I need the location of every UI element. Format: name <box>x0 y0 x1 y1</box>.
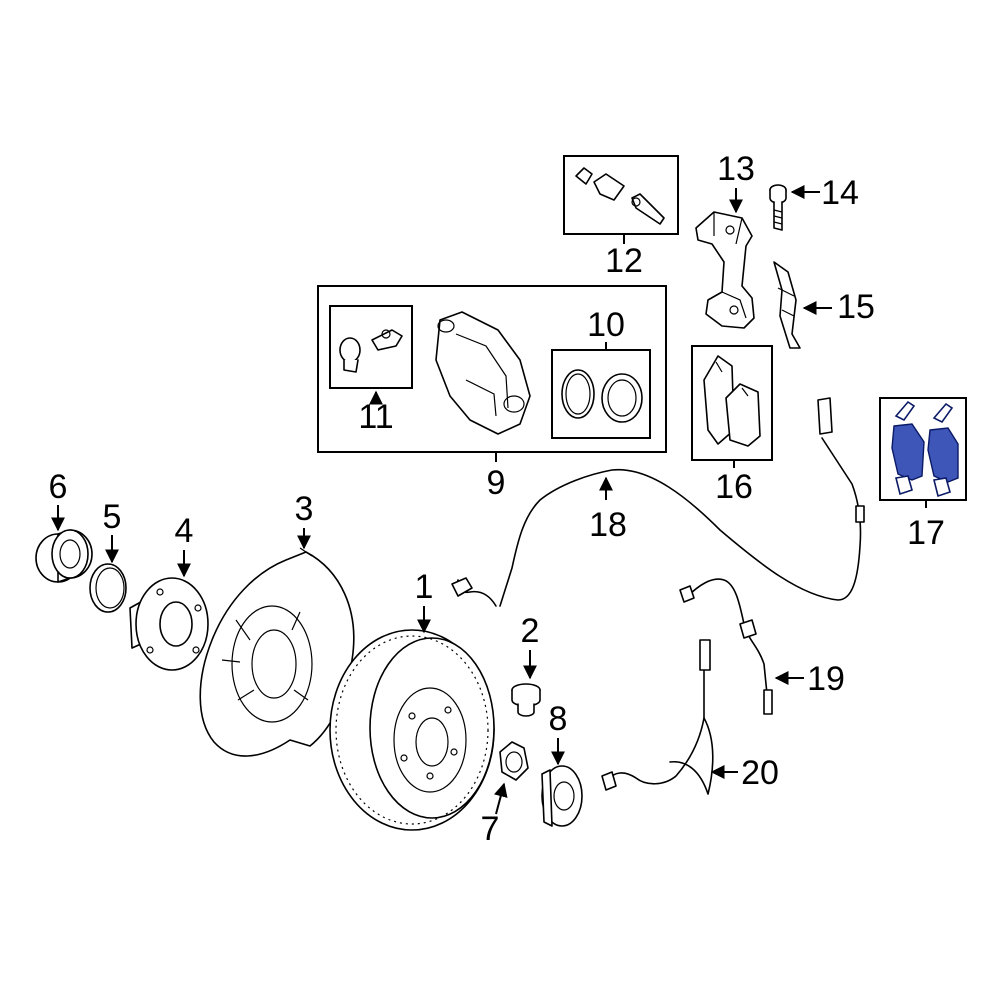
part-19-brake-hose[interactable] <box>679 578 773 715</box>
box-11-bleeder-kit[interactable] <box>329 305 413 389</box>
part-7-axle-nut[interactable] <box>499 741 529 781</box>
part-15-caliper-clip[interactable] <box>773 261 801 349</box>
part-2-plug[interactable] <box>511 683 541 717</box>
label-12: 12 <box>605 242 643 280</box>
part-16-pad-set <box>703 355 761 447</box>
label-20: 20 <box>741 754 779 792</box>
label-14: 14 <box>821 174 859 212</box>
part-14-bracket-bolt[interactable] <box>769 184 787 231</box>
part-12-guide-pins <box>575 167 665 225</box>
label-10: 10 <box>587 306 625 344</box>
part-11-bleeder-screw <box>339 329 403 373</box>
part-8-hub-cap[interactable] <box>541 765 583 827</box>
box-12-guide-pin-kit[interactable] <box>563 155 679 235</box>
label-1: 1 <box>415 568 434 606</box>
part-1-brake-rotor[interactable] <box>329 629 495 831</box>
label-4: 4 <box>175 512 194 550</box>
label-18: 18 <box>589 506 627 544</box>
label-17: 17 <box>907 514 945 552</box>
part-9-caliper <box>435 311 531 435</box>
label-3: 3 <box>295 490 314 528</box>
part-6-wheel-bearing[interactable] <box>35 529 93 583</box>
arrow-7 <box>493 782 508 815</box>
box-17-hardware-kit[interactable] <box>879 397 967 501</box>
label-13: 13 <box>717 150 755 188</box>
label-2: 2 <box>521 612 540 650</box>
part-17-pad-hardware-kit <box>891 400 959 498</box>
label-15: 15 <box>837 288 875 326</box>
part-5-snap-ring[interactable] <box>89 563 127 613</box>
part-13-caliper-bracket[interactable] <box>695 211 755 329</box>
part-3-dust-shield[interactable] <box>199 547 355 757</box>
label-11: 11 <box>358 398 393 436</box>
box-10-seal-kit[interactable] <box>551 349 651 439</box>
label-7: 7 <box>481 810 500 848</box>
label-9: 9 <box>487 464 506 502</box>
part-20-abs-sensor[interactable] <box>601 639 714 795</box>
label-19: 19 <box>807 660 845 698</box>
part-18-wear-sensor-cable[interactable] <box>451 397 865 607</box>
label-5: 5 <box>103 498 122 536</box>
box-16-brake-pads[interactable] <box>691 345 773 461</box>
part-4-wheel-hub[interactable] <box>129 577 209 671</box>
label-16: 16 <box>715 468 753 506</box>
label-8: 8 <box>549 700 568 738</box>
label-6: 6 <box>49 468 68 506</box>
box-9-caliper-assembly[interactable] <box>317 285 667 453</box>
part-10-piston-seals <box>561 369 643 423</box>
